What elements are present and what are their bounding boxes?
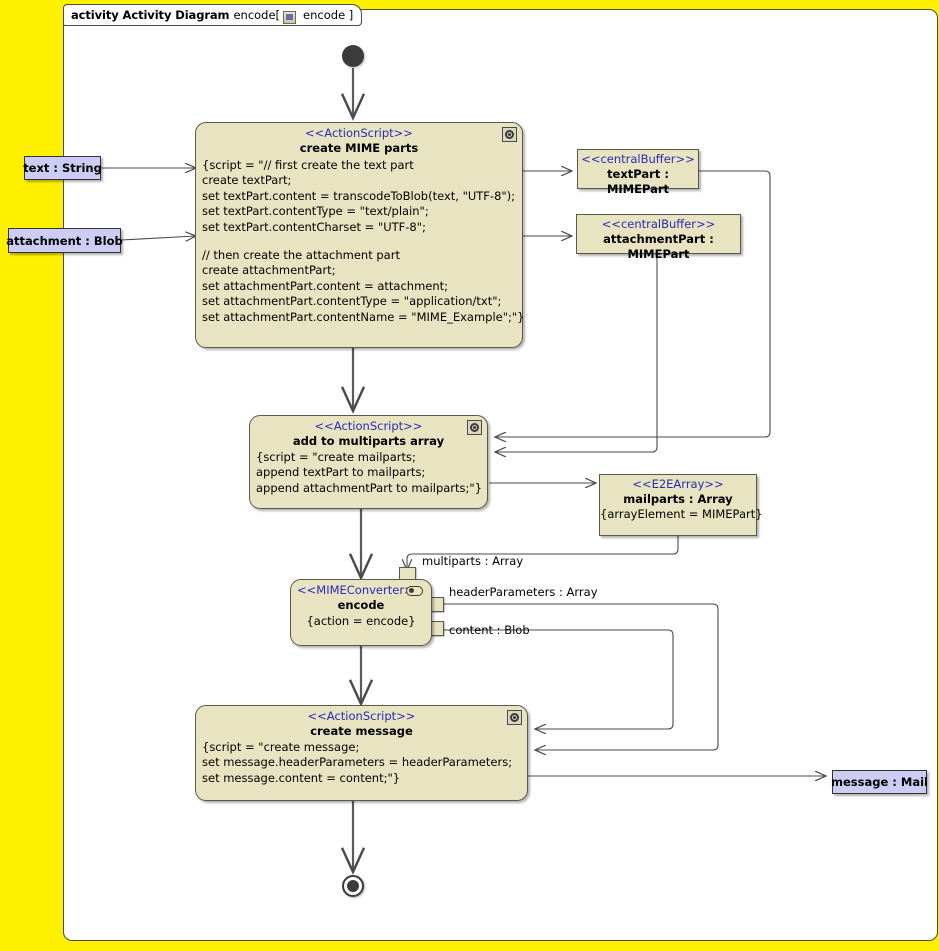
diagram-frame-label[interactable]: activity Activity Diagram encode[ encode… xyxy=(63,4,363,26)
action-stereotype: <<ActionScript>> xyxy=(307,709,416,723)
object-node-stereotype: <<E2EArray>> xyxy=(632,477,724,491)
object-node-name: mailparts : Array xyxy=(623,492,733,506)
action-encode[interactable]: <<MIMEConverter>> encode {action = encod… xyxy=(290,579,432,646)
headerparameters-pin-label: headerParameters : Array xyxy=(449,585,598,599)
script-gear-icon xyxy=(507,710,522,725)
script-gear-icon xyxy=(467,420,482,435)
action-body-line: {script = "// first create the text part xyxy=(202,158,414,172)
action-body-line: create attachmentPart; xyxy=(202,263,336,278)
object-node-name: attachmentPart : MIMEPart xyxy=(603,232,714,261)
message-param-label: message : Mail xyxy=(831,775,928,789)
action-body-line: set textPart.content = transcodeToBlob(t… xyxy=(202,188,516,203)
message-param[interactable]: message : Mail xyxy=(831,770,928,794)
action-create-mime-parts[interactable]: <<ActionScript>> create MIME parts {scri… xyxy=(195,122,525,348)
action-name: create message xyxy=(310,724,413,738)
activity-diagram-icon xyxy=(283,10,297,24)
action-name: create MIME parts xyxy=(299,141,419,155)
action-body-line: {action = encode} xyxy=(306,614,416,628)
action-stereotype: <<ActionScript>> xyxy=(314,419,423,433)
action-body-line: set message.headerParameters = headerPar… xyxy=(202,755,513,770)
action-body-line: set attachmentPart.contentType = "applic… xyxy=(202,294,502,309)
action-body-line: append attachmentPart to mailparts;"} xyxy=(256,480,483,495)
action-body-line: set textPart.contentType = "text/plain"; xyxy=(202,204,429,219)
action-name: add to multiparts array xyxy=(292,434,445,448)
activity-final-node[interactable] xyxy=(342,875,364,897)
action-create-message[interactable]: <<ActionScript>> create message {script … xyxy=(195,705,528,801)
object-node-constraint: {arrayElement = MIMEPart} xyxy=(600,507,763,521)
object-node-attachmentpart-buffer[interactable]: <<centralBuffer>> attachmentPart : MIMEP… xyxy=(576,214,741,261)
object-node-stereotype: <<centralBuffer>> xyxy=(601,217,716,231)
action-body-line: append textPart to mailparts; xyxy=(256,465,426,480)
action-body-line: {script = "create mailparts; xyxy=(256,450,416,464)
action-body-line: {script = "create message; xyxy=(202,740,360,754)
attachment-param-label: attachment : Blob xyxy=(6,233,123,248)
object-node-mailparts-array[interactable]: <<E2EArray>> mailparts : Array {arrayEle… xyxy=(599,474,763,536)
object-node-textpart-buffer[interactable]: <<centralBuffer>> textPart : MIMEPart xyxy=(577,149,699,196)
frame-name: encode[ xyxy=(233,8,281,22)
action-body-line: set textPart.contentCharset = "UTF-8"; xyxy=(202,219,426,234)
initial-node[interactable] xyxy=(342,45,364,67)
text-param[interactable]: text : String xyxy=(23,156,102,180)
action-stereotype: <<MIMEConverter>> xyxy=(297,583,424,597)
action-name: encode xyxy=(337,598,385,612)
action-body-spacer xyxy=(196,235,522,248)
action-body-line: set attachmentPart.content = attachment; xyxy=(202,278,449,293)
object-node-stereotype: <<centralBuffer>> xyxy=(581,152,695,166)
text-param-label: text : String xyxy=(23,161,102,175)
content-pin-label: content : Blob xyxy=(449,623,530,637)
action-body-line: // then create the attachment part xyxy=(202,248,400,263)
action-body-line: set attachmentPart.contentName = "MIME_E… xyxy=(202,309,525,324)
action-add-to-multiparts-array[interactable]: <<ActionScript>> add to multiparts array… xyxy=(249,415,488,509)
object-node-name: textPart : MIMEPart xyxy=(606,167,670,196)
frame-inner-name: encode ] xyxy=(303,8,354,22)
attachment-param[interactable]: attachment : Blob xyxy=(6,228,123,253)
frame-keyword: activity Activity Diagram xyxy=(71,8,230,22)
script-gear-icon xyxy=(502,127,517,142)
multiparts-pin-label: multiparts : Array xyxy=(422,554,524,568)
behavior-oval-icon xyxy=(406,586,423,596)
action-body-line: create textPart; xyxy=(202,173,292,188)
action-body-line: set message.content = content;"} xyxy=(202,770,401,785)
action-stereotype: <<ActionScript>> xyxy=(305,126,413,140)
